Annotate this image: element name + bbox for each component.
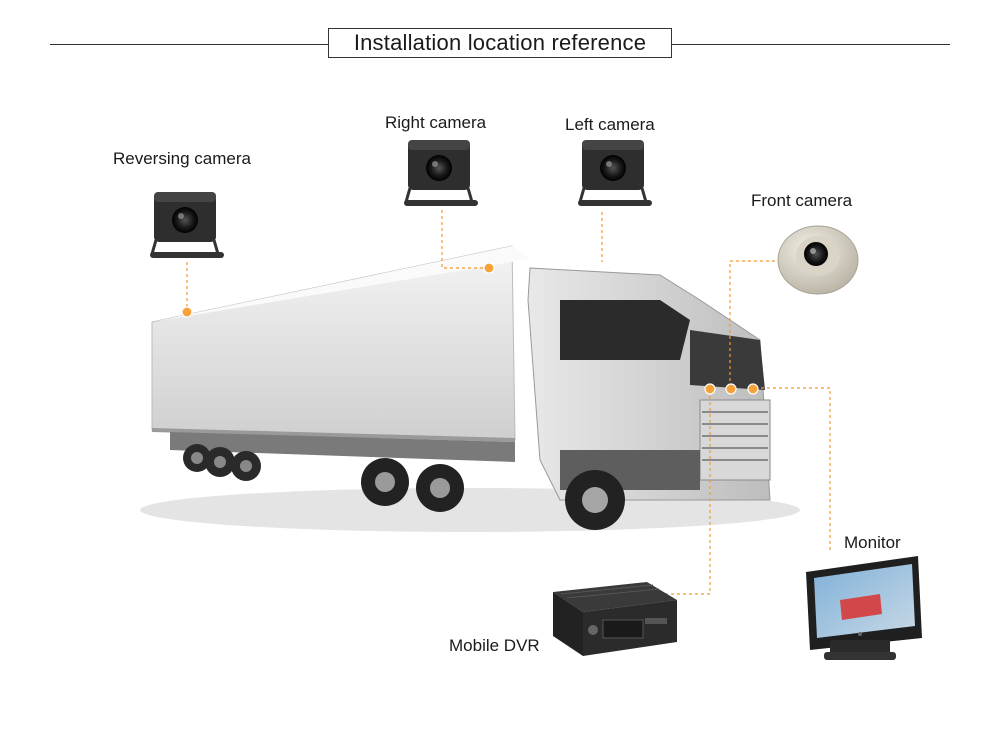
connector-right xyxy=(441,210,488,269)
marker-reversing xyxy=(181,306,193,318)
marker-monitor-link xyxy=(747,383,759,395)
marker-right xyxy=(483,262,495,274)
connector-dvr xyxy=(655,390,711,595)
trailer-chassis xyxy=(170,432,515,462)
label-left-camera: Left camera xyxy=(565,115,655,134)
monitor-screen-truck xyxy=(840,594,882,620)
trailer-top xyxy=(152,246,530,322)
trailer-rail xyxy=(151,428,516,442)
page-title: Installation location reference xyxy=(328,28,672,58)
title-rule-left xyxy=(50,44,328,45)
marker-front xyxy=(725,383,737,395)
connector-front xyxy=(729,260,775,386)
connector-monitor xyxy=(755,387,831,553)
cab-grille xyxy=(699,399,771,481)
marker-dvr-link xyxy=(704,383,716,395)
trailer-wheels xyxy=(183,444,261,481)
trailer-box xyxy=(151,245,516,441)
label-monitor: Monitor xyxy=(844,533,901,552)
mobile-dvr-image xyxy=(553,582,677,656)
label-right-camera: Right camera xyxy=(385,113,487,132)
reversing-camera-image xyxy=(150,192,224,258)
right-camera-image xyxy=(404,140,478,206)
left-camera-image xyxy=(578,140,652,206)
label-reversing-camera: Reversing camera xyxy=(113,149,251,168)
connector-lines xyxy=(186,210,831,595)
title-bar: Installation location reference xyxy=(0,0,1000,80)
monitor-image xyxy=(806,556,922,660)
label-mobile-dvr: Mobile DVR xyxy=(449,636,540,655)
camera-markers xyxy=(181,262,759,395)
cab-windshield xyxy=(690,330,765,390)
label-front-camera: Front camera xyxy=(751,191,853,210)
front-camera-image xyxy=(777,225,859,295)
grille-slats xyxy=(702,411,768,461)
title-rule-right xyxy=(672,44,950,45)
cab-side-window xyxy=(560,300,690,360)
truck-wheels xyxy=(361,458,625,530)
truck xyxy=(140,245,800,532)
